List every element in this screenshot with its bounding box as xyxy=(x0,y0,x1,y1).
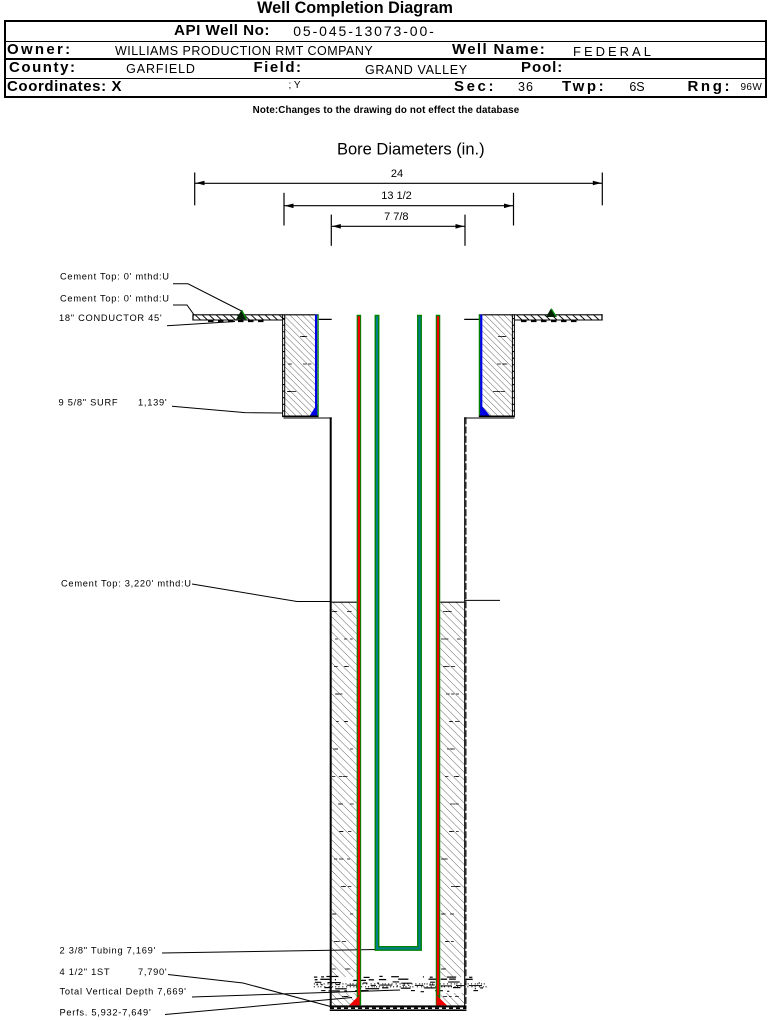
svg-text:Bore Diameters (in.): Bore Diameters (in.) xyxy=(337,141,485,159)
svg-text:7,790': 7,790' xyxy=(138,967,167,977)
svg-text:Perfs. 5,932-7,649': Perfs. 5,932-7,649' xyxy=(60,1007,152,1017)
svg-text:13 1/2: 13 1/2 xyxy=(381,190,412,202)
svg-text:18" CONDUCTOR 45': 18" CONDUCTOR 45' xyxy=(59,313,162,323)
svg-text:7 7/8: 7 7/8 xyxy=(384,211,408,223)
svg-text:Total Vertical Depth 7,669': Total Vertical Depth 7,669' xyxy=(60,986,187,996)
svg-text:2 3/8" Tubing 7,169': 2 3/8" Tubing 7,169' xyxy=(60,946,157,956)
svg-text:Cement Top: 0' mthd:U: Cement Top: 0' mthd:U xyxy=(60,272,170,282)
svg-text:4 1/2" 1ST: 4 1/2" 1ST xyxy=(60,967,111,977)
svg-text:Cement Top: 3,220' mthd:U: Cement Top: 3,220' mthd:U xyxy=(61,578,192,588)
svg-text:24: 24 xyxy=(391,168,403,180)
svg-text:1,139': 1,139' xyxy=(138,397,167,407)
svg-text:Cement Top: 0' mthd:U: Cement Top: 0' mthd:U xyxy=(60,294,170,304)
svg-text:9 5/8" SURF: 9 5/8" SURF xyxy=(59,397,119,407)
